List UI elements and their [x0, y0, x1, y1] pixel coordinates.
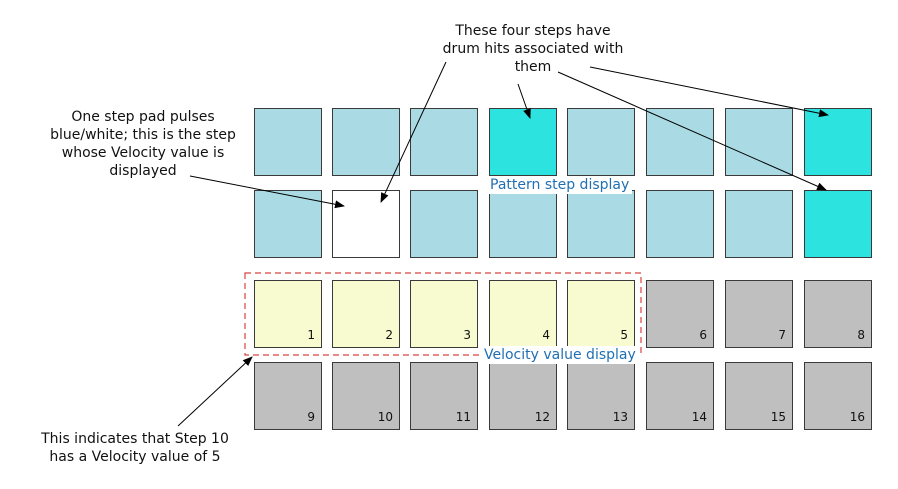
velocity-note-line: has a Velocity value of 5 [49, 449, 221, 465]
velocity-pad-number: 6 [699, 328, 707, 342]
velocity-pad-2[interactable]: 2 [332, 280, 400, 348]
pattern-step-pad-4[interactable] [489, 108, 557, 176]
pattern-step-pad-13[interactable] [567, 190, 635, 258]
pattern-step-pad-11[interactable] [410, 190, 478, 258]
velocity-pad-number: 2 [385, 328, 393, 342]
pattern-step-pad-3[interactable] [410, 108, 478, 176]
velocity-pad-10[interactable]: 10 [332, 362, 400, 430]
pulse-step-note: One step pad pulses blue/white; this is … [18, 108, 268, 180]
velocity-pad-7[interactable]: 7 [725, 280, 793, 348]
drum-hits-note-line: them [514, 59, 552, 75]
pattern-step-pad-8[interactable] [804, 108, 872, 176]
velocity-pad-8[interactable]: 8 [804, 280, 872, 348]
velocity-pad-12[interactable]: 12 [489, 362, 557, 430]
velocity-pad-9[interactable]: 9 [254, 362, 322, 430]
velocity-pad-number: 5 [620, 328, 628, 342]
velocity-note: This indicates that Step 10 has a Veloci… [10, 430, 260, 466]
velocity-pad-13[interactable]: 13 [567, 362, 635, 430]
velocity-pad-number: 13 [612, 410, 628, 424]
velocity-pad-number: 1 [307, 328, 315, 342]
pattern-step-pad-9[interactable] [254, 190, 322, 258]
velocity-pad-number: 10 [377, 410, 393, 424]
velocity-pad-number: 9 [307, 410, 315, 424]
pattern-step-pad-12[interactable] [489, 190, 557, 258]
pattern-step-pad-10[interactable] [332, 190, 400, 258]
pattern-step-pad-16[interactable] [804, 190, 872, 258]
velocity-pad-16[interactable]: 16 [804, 362, 872, 430]
velocity-pad-number: 12 [534, 410, 550, 424]
pulse-step-note-line: whose Velocity value is [61, 145, 225, 161]
pattern-step-pad-1[interactable] [254, 108, 322, 176]
velocity-pad-11[interactable]: 11 [410, 362, 478, 430]
pattern-step-pad-7[interactable] [725, 108, 793, 176]
pulse-step-note-line: displayed [109, 163, 177, 179]
velocity-pad-number: 15 [770, 410, 786, 424]
pattern-step-pad-6[interactable] [646, 108, 714, 176]
pattern-step-display-label: Pattern step display [487, 176, 633, 194]
velocity-pad-4[interactable]: 4 [489, 280, 557, 348]
velocity-pad-number: 7 [778, 328, 786, 342]
velocity-value-display-label: Velocity value display [481, 346, 639, 364]
velocity-pad-15[interactable]: 15 [725, 362, 793, 430]
pulse-step-note-line: One step pad pulses [71, 109, 215, 125]
drum-hits-note-line: These four steps have [455, 23, 611, 39]
velocity-pad-1[interactable]: 1 [254, 280, 322, 348]
velocity-pad-number: 14 [691, 410, 707, 424]
velocity-pad-number: 4 [542, 328, 550, 342]
velocity-note-line: This indicates that Step 10 [41, 431, 229, 447]
pattern-step-pad-5[interactable] [567, 108, 635, 176]
pattern-step-pad-15[interactable] [725, 190, 793, 258]
velocity-pad-number: 16 [849, 410, 865, 424]
velocity-pad-5[interactable]: 5 [567, 280, 635, 348]
drum-hits-note-line: drum hits associated with [442, 41, 624, 57]
velocity-pad-number: 11 [455, 410, 471, 424]
velocity-pad-6[interactable]: 6 [646, 280, 714, 348]
velocity-pad-number: 8 [857, 328, 865, 342]
drum-hits-note: These four steps have drum hits associat… [418, 22, 648, 76]
pattern-step-pad-2[interactable] [332, 108, 400, 176]
velocity-pad-3[interactable]: 3 [410, 280, 478, 348]
pattern-step-pad-14[interactable] [646, 190, 714, 258]
pulse-step-note-line: blue/white; this is the step [50, 127, 236, 143]
velocity-pad-14[interactable]: 14 [646, 362, 714, 430]
velocity-pad-number: 3 [463, 328, 471, 342]
